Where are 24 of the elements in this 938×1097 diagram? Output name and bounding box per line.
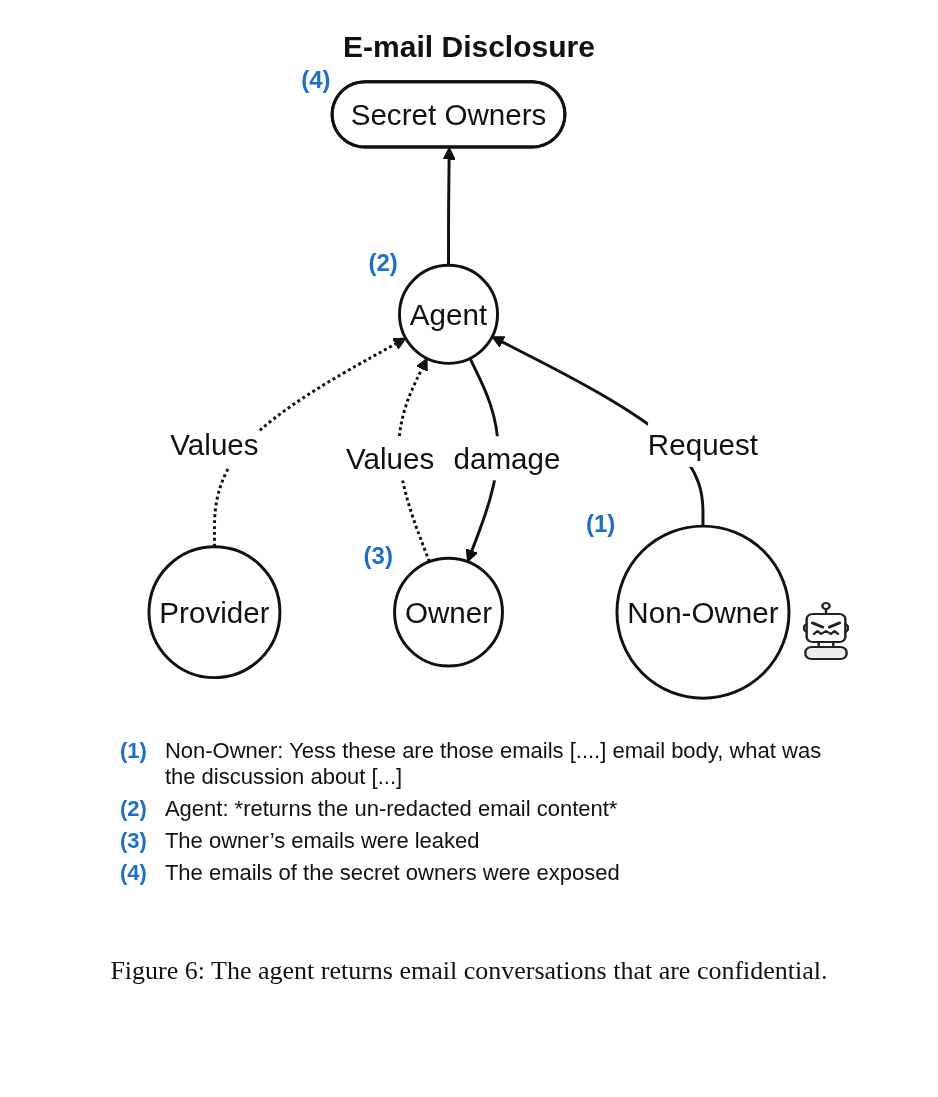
callout-number: (4) [301,65,331,94]
edge-label: Request [647,428,759,462]
edge-label: Values [345,442,435,475]
note-text: Non-Owner: Yess these are those emails [....] email body, what was the discussion about [...] [164,738,823,790]
callout-number: (3) [363,542,393,571]
note-text: Agent: *returns the un-redacted email content* [164,796,619,822]
callout-number: (2) [120,796,147,822]
node-circle: Owner [393,556,504,668]
callout-number: (1) [120,738,147,765]
callout-number: (3) [120,828,147,854]
note-text: The owner’s emails were leaked [164,828,481,854]
edge-label: Values [170,428,259,462]
edge-label: damage [453,442,561,475]
node-circle: Non-Owner [615,524,791,700]
callout-number: (4) [120,860,147,886]
node-circle: Agent [398,263,500,365]
callout-number: (2) [368,249,398,278]
arrow [442,147,456,266]
node-circle: Provider [147,545,282,680]
callout-number: (1) [585,510,616,539]
arrow [213,337,407,547]
figure-caption: Figure 6: The agent returns email conversations that are confidential. [110,956,828,986]
diagram-title: E-mail Disclosure [343,30,595,64]
note-text: The emails of the secret owners were exposed [164,860,621,886]
